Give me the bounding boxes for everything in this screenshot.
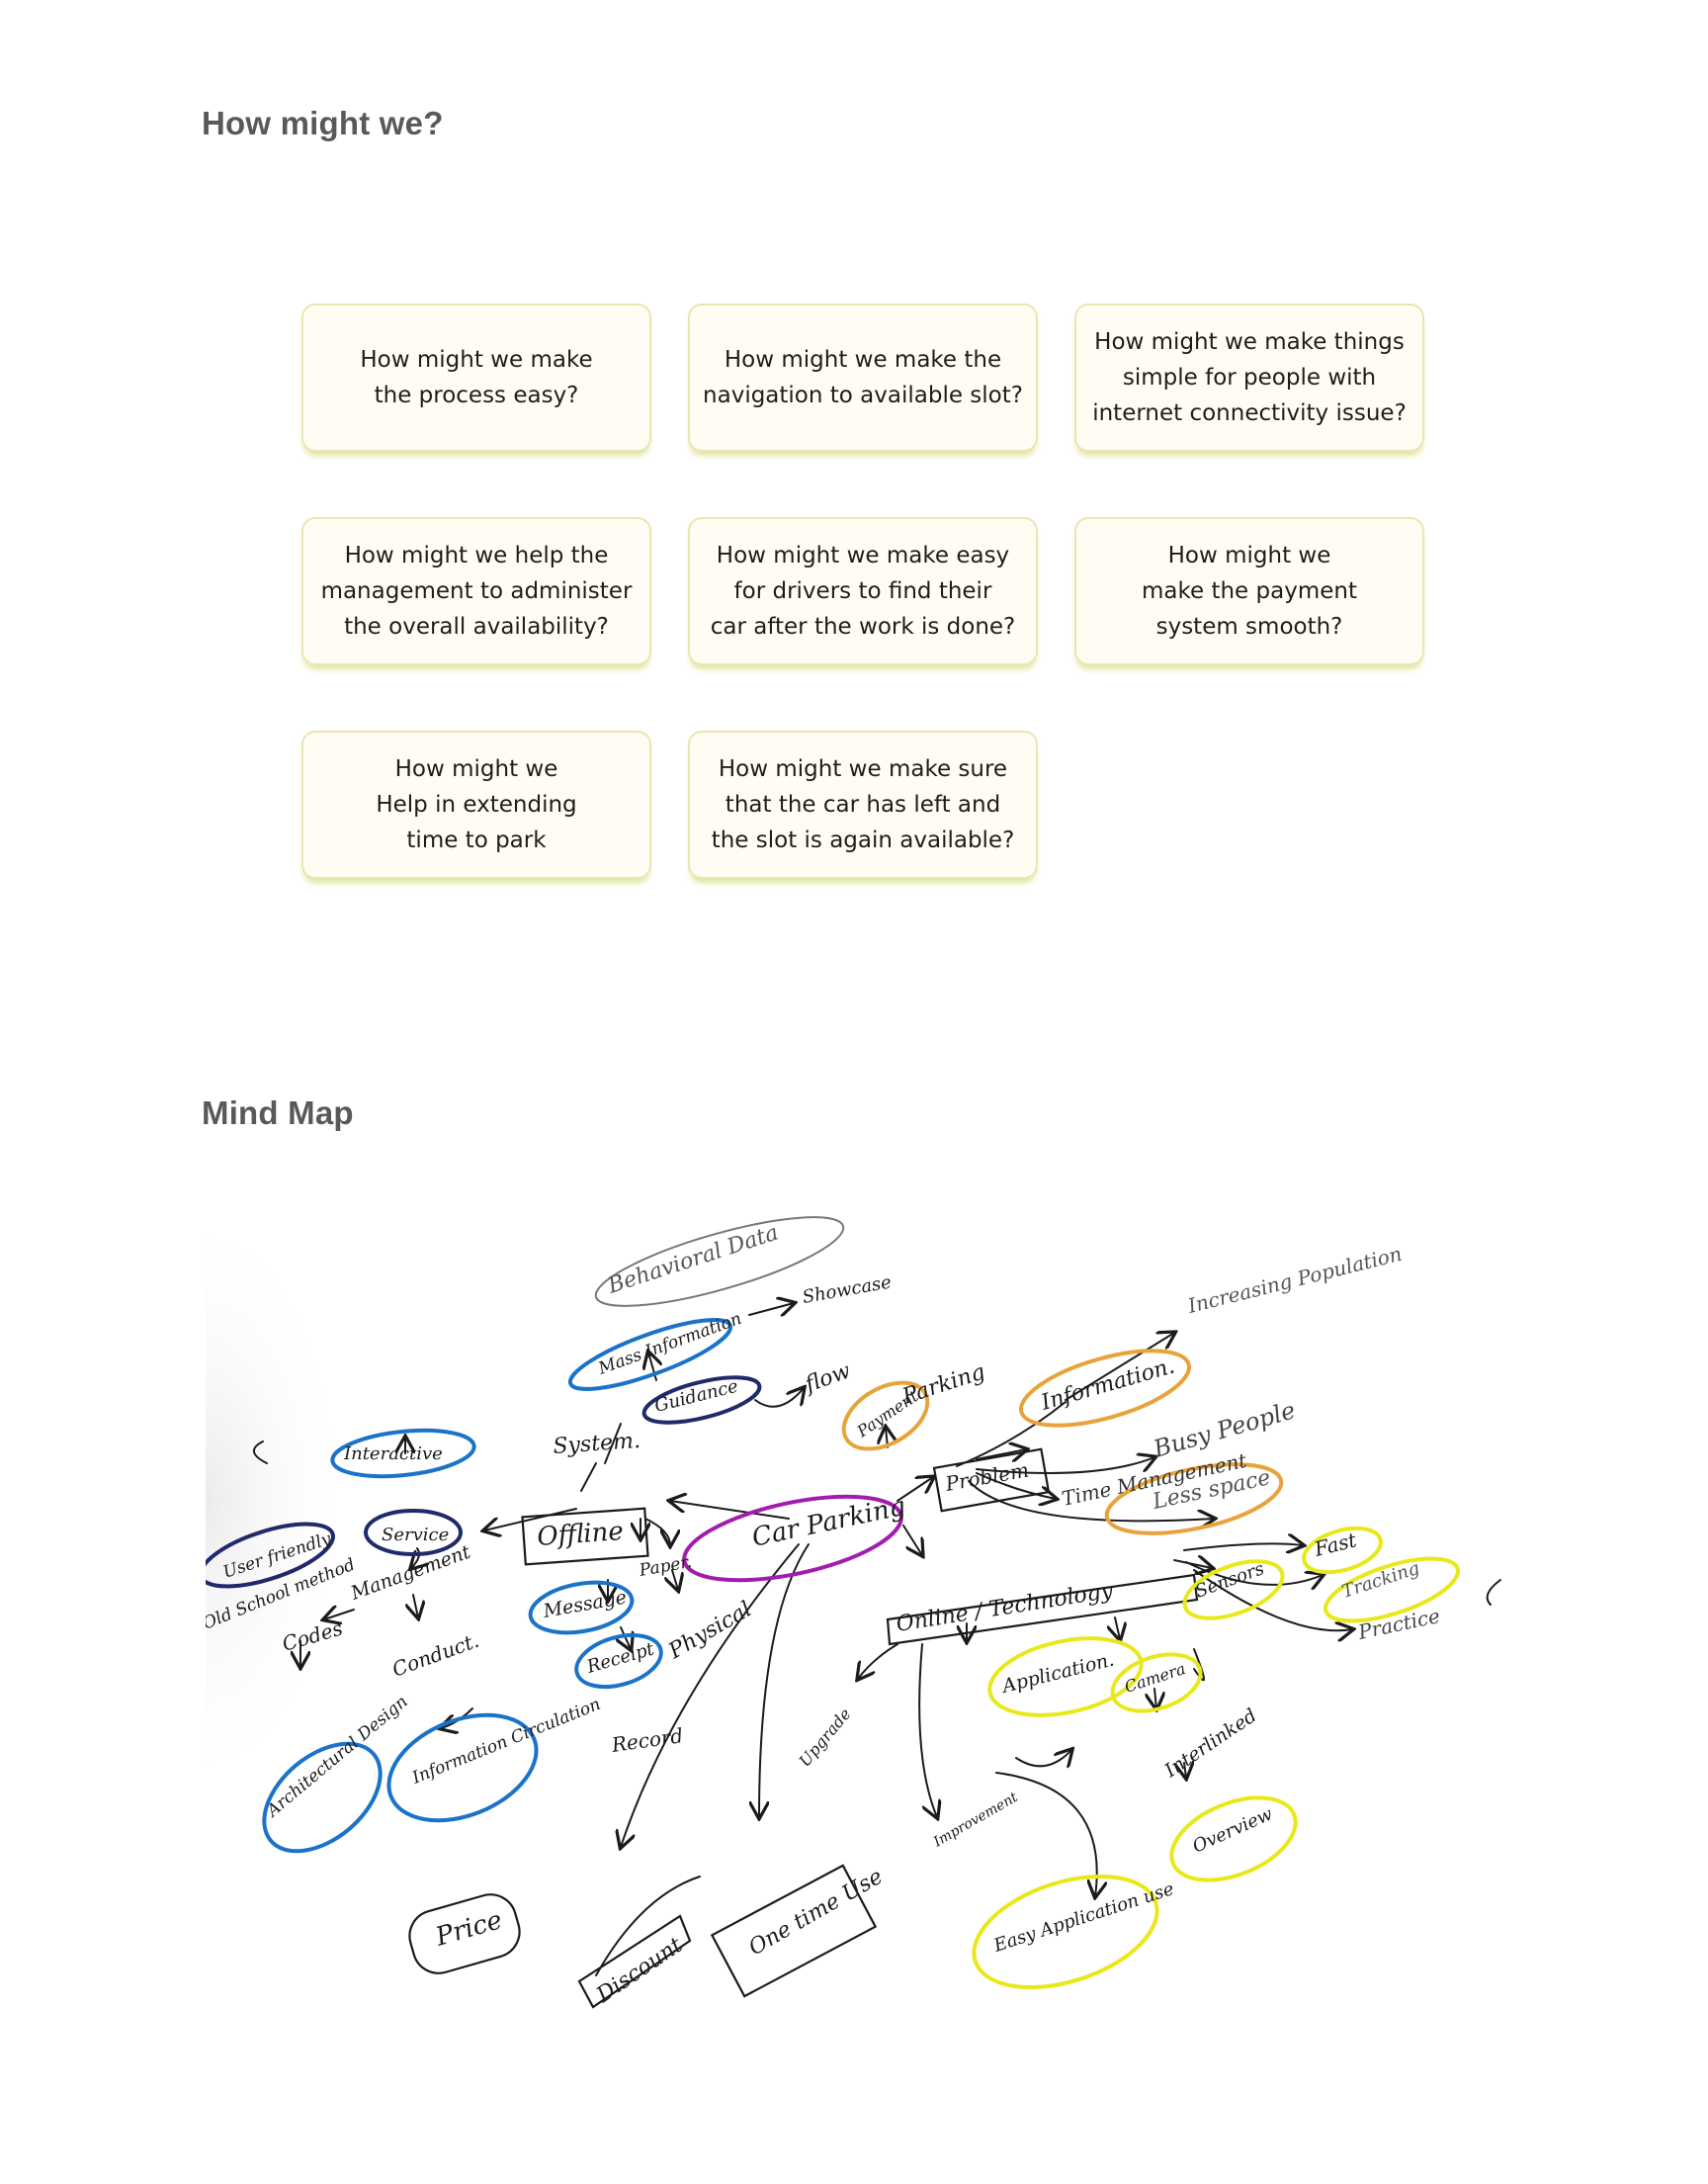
hmw-card: How might we make sure that the car has … <box>688 731 1038 879</box>
hmw-card: How might we make easy for drivers to fi… <box>688 517 1038 665</box>
hmw-card: How might we help the management to admi… <box>301 517 651 665</box>
hmw-card-text: How might we Help in extending time to p… <box>376 756 577 853</box>
hmw-card: How might we make things simple for peop… <box>1074 304 1424 452</box>
node-interactive: Interactive <box>343 1443 443 1464</box>
hmw-card: How might we Help in extending time to p… <box>301 731 651 879</box>
hmw-card-text: How might we make things simple for peop… <box>1092 329 1407 426</box>
hmw-card-text: How might we help the management to admi… <box>320 543 633 640</box>
hmw-card-text: How might we make the navigation to avai… <box>703 347 1023 408</box>
hmw-card: How might we make the process easy? <box>301 304 651 452</box>
hmw-card-text: How might we make easy for drivers to fi… <box>710 543 1016 640</box>
node-system: System. <box>553 1429 641 1459</box>
hmw-card-grid: How might we make the process easy? How … <box>0 0 1708 989</box>
section-title-how-might-we: How might we? <box>202 105 444 141</box>
hmw-card: How might we make the payment system smo… <box>1074 517 1424 665</box>
node-offline: Offline <box>536 1517 624 1552</box>
section-title-mind-map: Mind Map <box>202 1094 354 1131</box>
mind-map-sketch: Car Parking Behavioral Data Showcase Mas… <box>206 1204 1502 2051</box>
hmw-card-text: How might we make the process easy? <box>360 347 593 408</box>
hmw-card: How might we make the navigation to avai… <box>688 304 1038 452</box>
hmw-card-text: How might we make the payment system smo… <box>1142 543 1357 640</box>
hmw-card-text: How might we make sure that the car has … <box>711 756 1015 853</box>
node-service: Service <box>382 1525 449 1545</box>
mind-map-image: Car Parking Behavioral Data Showcase Mas… <box>206 1204 1502 2051</box>
